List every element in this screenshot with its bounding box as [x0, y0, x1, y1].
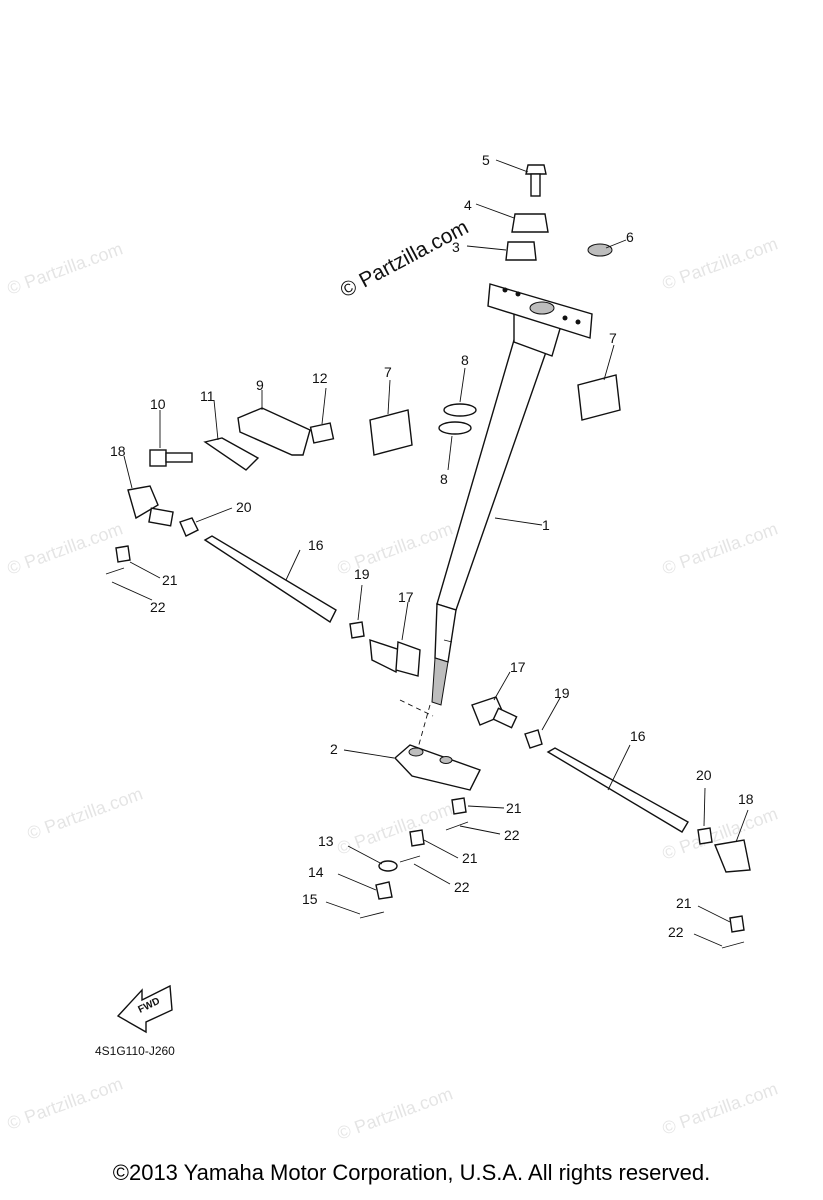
cotter-pin [721, 941, 745, 949]
collar [309, 422, 335, 444]
callout-8: 8 [440, 471, 448, 487]
nut [451, 797, 467, 815]
watermark: © Partzilla.com [5, 238, 126, 298]
tie-rod-end [471, 696, 518, 729]
steering-column [431, 283, 593, 706]
nut [115, 545, 131, 563]
watermark: © Partzilla.com [660, 518, 781, 578]
callout-22: 22 [504, 827, 520, 843]
callout-22: 22 [668, 924, 684, 940]
callout-8: 8 [461, 352, 469, 368]
cotter-pin [445, 821, 469, 831]
oil-seal [443, 403, 477, 417]
callout-19: 19 [554, 685, 570, 701]
watermark: © Partzilla.com [5, 518, 126, 578]
lock-washer [203, 437, 260, 471]
nut [524, 729, 543, 749]
tie-rod-end [714, 839, 751, 873]
bushing [505, 241, 537, 261]
callout-18: 18 [110, 443, 126, 459]
callout-22: 22 [454, 879, 470, 895]
upper-clamp [511, 213, 549, 233]
leader-lines [111, 159, 749, 947]
watermark: © Partzilla.com [335, 518, 456, 578]
callout-21: 21 [162, 572, 178, 588]
nut [409, 829, 425, 847]
callout-5: 5 [482, 152, 490, 168]
callout-20: 20 [236, 499, 252, 515]
nut [179, 517, 199, 537]
callout-9: 9 [256, 377, 264, 393]
watermark: © Partzilla.com [335, 1083, 456, 1143]
bearing-holder [369, 409, 413, 456]
callout-17: 17 [510, 659, 526, 675]
watermark: © Partzilla.com [335, 798, 456, 858]
nut [349, 621, 365, 639]
tie-rod-end [369, 638, 421, 677]
callout-3: 3 [452, 239, 460, 255]
tie-rod-end [127, 485, 174, 527]
callout-2: 2 [330, 741, 338, 757]
callout-4: 4 [464, 197, 472, 213]
callout-1: 1 [542, 517, 550, 533]
callout-13: 13 [318, 833, 334, 849]
cotter-pin [359, 911, 385, 919]
callout-22: 22 [150, 599, 166, 615]
diagram-code: 4S1G110-J260 [95, 1044, 175, 1058]
watermark-main: © Partzilla.com [337, 216, 473, 303]
callout-14: 14 [308, 864, 324, 880]
callout-21: 21 [462, 850, 478, 866]
nut [697, 827, 713, 845]
bearing-holder [577, 374, 621, 421]
plate [237, 407, 311, 456]
bolt [149, 449, 193, 467]
callout-20: 20 [696, 767, 712, 783]
callout-12: 12 [312, 370, 328, 386]
cap [587, 243, 613, 257]
callout-21: 21 [506, 800, 522, 816]
nut [375, 881, 393, 900]
watermark: © Partzilla.com [660, 233, 781, 293]
forward-arrow-icon: FWD [116, 984, 173, 1034]
callout-10: 10 [150, 396, 166, 412]
copyright-notice: ©2013 Yamaha Motor Corporation, U.S.A. A… [112, 1160, 711, 1185]
clamp-bolt [525, 164, 547, 197]
watermark: © Partzilla.com [660, 1078, 781, 1138]
callout-16: 16 [308, 537, 324, 553]
callout-21: 21 [676, 895, 692, 911]
watermark-layer: © Partzilla.com © Partzilla.com © Partzi… [5, 233, 781, 1143]
tie-rod [546, 747, 689, 833]
callout-15: 15 [302, 891, 318, 907]
callout-7: 7 [384, 364, 392, 380]
callout-19: 19 [354, 566, 370, 582]
callout-17: 17 [398, 589, 414, 605]
tie-rod [203, 535, 337, 624]
callout-6: 6 [626, 229, 634, 245]
watermark: © Partzilla.com [5, 1073, 126, 1133]
cotter-pin [105, 567, 125, 575]
callout-7: 7 [609, 330, 617, 346]
callouts: 1 2 3 4 5 6 7 7 8 8 9 10 11 12 13 14 15 … [110, 152, 754, 940]
cotter-pin [399, 855, 421, 863]
callout-11: 11 [200, 388, 215, 404]
pitman-arm [393, 744, 481, 791]
watermark: © Partzilla.com [25, 783, 146, 843]
washer [378, 860, 398, 872]
callout-16: 16 [630, 728, 646, 744]
callout-18: 18 [738, 791, 754, 807]
oil-seal [438, 421, 472, 435]
nut [729, 915, 745, 933]
